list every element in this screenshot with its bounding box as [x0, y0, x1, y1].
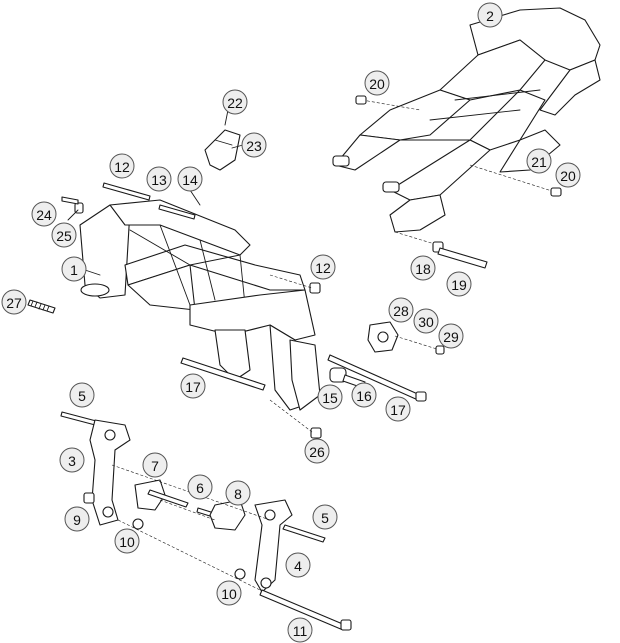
svg-text:13: 13 — [151, 172, 167, 188]
svg-text:18: 18 — [415, 261, 431, 277]
svg-text:23: 23 — [246, 138, 262, 154]
callout-14: 14 — [177, 166, 203, 192]
callout-27: 27 — [1, 289, 27, 315]
svg-text:12: 12 — [114, 159, 130, 175]
callout-5-left: 5 — [69, 382, 95, 408]
svg-text:20: 20 — [369, 76, 385, 92]
callouts: 1 2 3 4 5 5 6 7 8 9 10 10 11 12 12 13 14… — [1, 2, 581, 643]
callout-20-top: 20 — [364, 70, 390, 96]
callout-22: 22 — [222, 89, 248, 115]
svg-text:16: 16 — [356, 388, 372, 404]
callout-4: 4 — [285, 552, 311, 578]
svg-text:10: 10 — [221, 586, 237, 602]
svg-text:19: 19 — [451, 277, 467, 293]
svg-text:27: 27 — [6, 295, 22, 311]
svg-text:9: 9 — [73, 512, 81, 528]
callout-19: 19 — [446, 271, 472, 297]
svg-text:5: 5 — [321, 510, 329, 526]
svg-text:10: 10 — [119, 534, 135, 550]
callout-21: 21 — [526, 148, 552, 174]
callout-10-left: 10 — [114, 528, 140, 554]
callout-30: 30 — [413, 308, 439, 334]
leader-lines — [67, 109, 244, 276]
callout-26: 26 — [304, 438, 330, 464]
callout-10-right: 10 — [216, 580, 242, 606]
callout-7: 7 — [142, 452, 168, 478]
svg-text:3: 3 — [68, 453, 76, 469]
callout-2: 2 — [477, 2, 503, 28]
callout-29: 29 — [438, 323, 464, 349]
callout-6: 6 — [187, 474, 213, 500]
callout-1: 1 — [61, 256, 87, 282]
svg-text:5: 5 — [78, 388, 86, 404]
svg-text:24: 24 — [36, 207, 52, 223]
svg-text:21: 21 — [531, 154, 547, 170]
svg-text:2: 2 — [486, 8, 494, 24]
callout-12-right: 12 — [310, 254, 336, 280]
svg-text:4: 4 — [294, 558, 302, 574]
callout-11: 11 — [287, 617, 313, 643]
svg-text:28: 28 — [393, 303, 409, 319]
callout-16: 16 — [351, 382, 377, 408]
svg-text:22: 22 — [227, 95, 243, 111]
rear-subframe — [332, 7, 601, 269]
callout-18: 18 — [410, 255, 436, 281]
svg-text:12: 12 — [315, 260, 331, 276]
callout-5-right: 5 — [312, 504, 338, 530]
callout-17-right: 17 — [385, 396, 411, 422]
svg-text:1: 1 — [70, 262, 78, 278]
svg-text:7: 7 — [151, 458, 159, 474]
main-frame — [27, 129, 321, 411]
callout-15: 15 — [317, 384, 343, 410]
svg-text:20: 20 — [560, 168, 576, 184]
svg-text:29: 29 — [443, 329, 459, 345]
svg-text:25: 25 — [56, 228, 72, 244]
svg-text:17: 17 — [390, 402, 406, 418]
callout-20-right: 20 — [555, 162, 581, 188]
svg-text:6: 6 — [196, 480, 204, 496]
svg-text:26: 26 — [309, 444, 325, 460]
callout-17-left: 17 — [180, 373, 206, 399]
callout-23: 23 — [241, 132, 267, 158]
svg-text:14: 14 — [182, 172, 198, 188]
callout-24: 24 — [31, 201, 57, 227]
engine-mount-parts — [180, 321, 445, 439]
callout-28: 28 — [388, 297, 414, 323]
callout-25: 25 — [51, 222, 77, 248]
callout-9: 9 — [64, 506, 90, 532]
svg-text:17: 17 — [185, 379, 201, 395]
callout-3: 3 — [59, 447, 85, 473]
svg-text:8: 8 — [234, 486, 242, 502]
svg-text:30: 30 — [418, 314, 434, 330]
svg-text:11: 11 — [293, 623, 308, 639]
engine-brackets — [60, 411, 352, 631]
svg-text:15: 15 — [322, 390, 338, 406]
callout-13: 13 — [146, 166, 172, 192]
callout-8: 8 — [225, 480, 251, 506]
callout-12-top: 12 — [109, 153, 135, 179]
